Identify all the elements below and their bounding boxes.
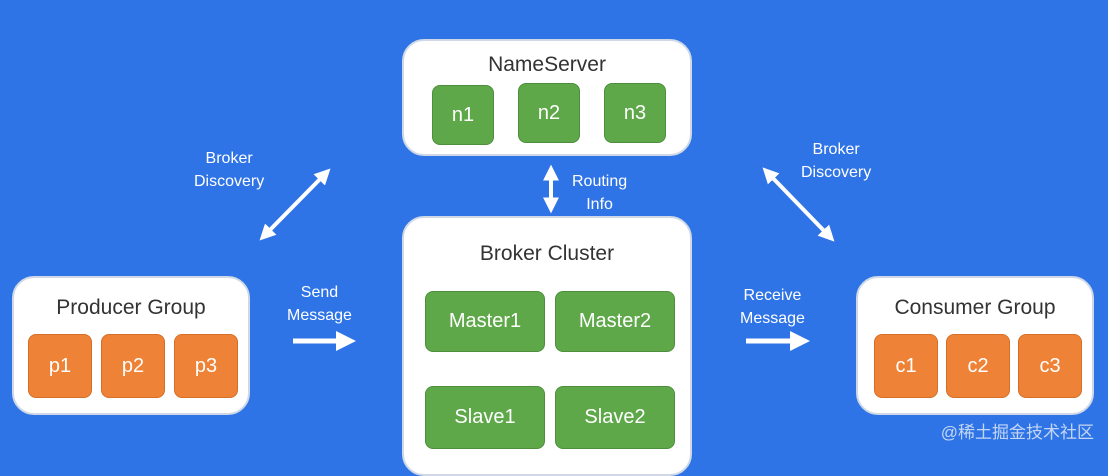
broker-slave-1: Slave1 bbox=[425, 386, 545, 449]
broker-discovery-left-arrow bbox=[259, 168, 331, 241]
consumer-group-panel: Consumer Group c1 c2 c3 bbox=[856, 276, 1094, 415]
send-message-label: Send Message bbox=[287, 284, 352, 324]
nameserver-node-n2: n2 bbox=[518, 83, 580, 143]
watermark: @稀土掘金技术社区 bbox=[940, 423, 1094, 442]
broker-master-1: Master1 bbox=[425, 291, 545, 352]
producer-node-p2: p2 bbox=[101, 334, 165, 398]
consumer-node-c2: c2 bbox=[946, 334, 1010, 398]
arrows-layer bbox=[259, 164, 835, 351]
consumer-node-c3: c3 bbox=[1018, 334, 1082, 398]
broker-discovery-right-arrow bbox=[762, 167, 835, 242]
architecture-diagram: NameServer n1 n2 n3 Broker Cluster Maste… bbox=[12, 39, 1094, 476]
producer-node-p3: p3 bbox=[174, 334, 238, 398]
routing-info-label: Routing Info bbox=[572, 173, 628, 213]
consumer-group-title: Consumer Group bbox=[894, 296, 1056, 319]
broker-cluster-panel: Broker Cluster Master1 Master2 Slave1 Sl… bbox=[402, 216, 692, 476]
producer-node-p1: p1 bbox=[28, 334, 92, 398]
broker-discovery-left-label: Broker Discovery bbox=[194, 150, 265, 190]
nameserver-node-n3: n3 bbox=[604, 83, 666, 143]
consumer-node-c1: c1 bbox=[874, 334, 938, 398]
broker-master-2: Master2 bbox=[555, 291, 675, 352]
producer-group-title: Producer Group bbox=[56, 296, 206, 319]
nameserver-node-n1: n1 bbox=[432, 85, 494, 145]
broker-slave-2: Slave2 bbox=[555, 386, 675, 449]
receive-message-label: Receive Message bbox=[740, 287, 805, 327]
nameserver-panel: NameServer n1 n2 n3 bbox=[402, 39, 692, 156]
producer-group-panel: Producer Group p1 p2 p3 bbox=[12, 276, 250, 415]
broker-discovery-right-label: Broker Discovery bbox=[801, 141, 872, 181]
broker-cluster-title: Broker Cluster bbox=[479, 242, 615, 265]
nameserver-title: NameServer bbox=[488, 53, 606, 76]
